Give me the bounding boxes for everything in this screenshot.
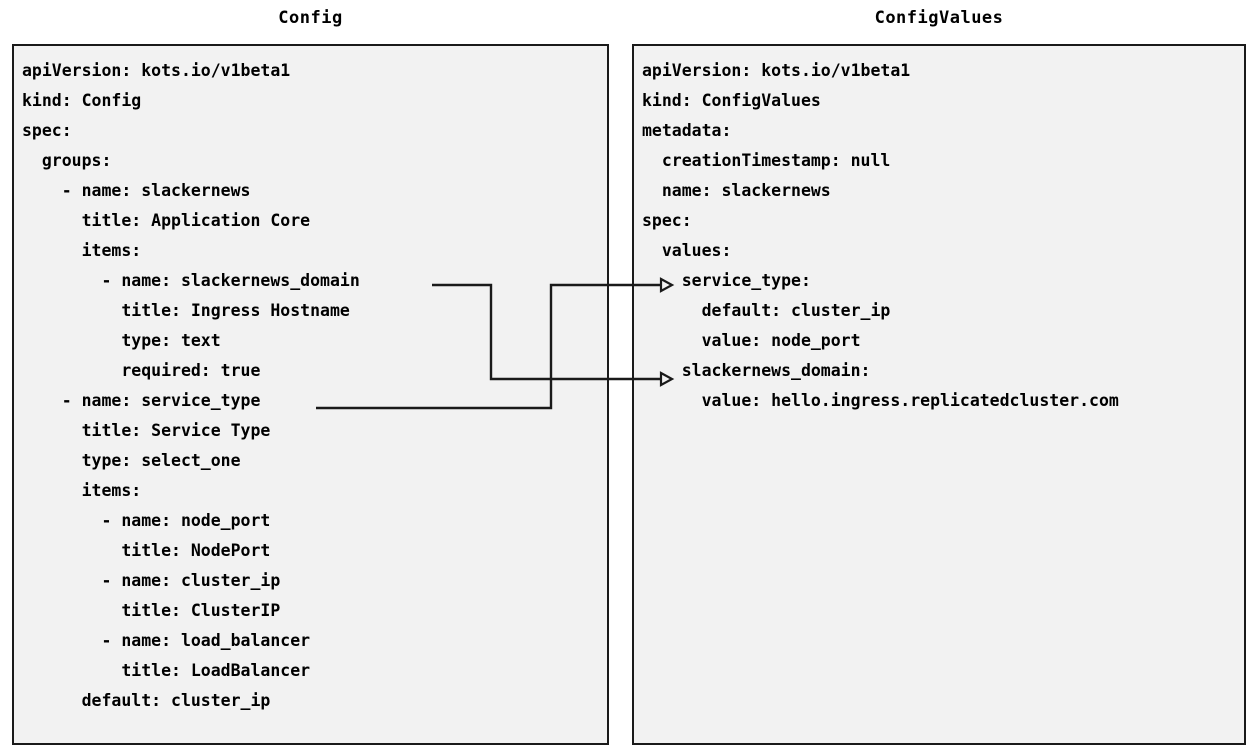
config-yaml-line: required: true [22,361,261,380]
configvalues-yaml-line: creationTimestamp: null [642,151,891,170]
configvalues-yaml-line: apiVersion: kots.io/v1beta1 [642,61,911,80]
config-yaml-line: title: Service Type [22,421,271,440]
config-yaml-line: apiVersion: kots.io/v1beta1 [22,61,291,80]
config-yaml-line: spec: [22,121,72,140]
configvalues-yaml-body: apiVersion: kots.io/v1beta1 kind: ConfigV… [642,56,1244,416]
configvalues-yaml-line: service_type: [642,271,811,290]
configvalues-yaml-line: metadata: [642,121,732,140]
configvalues-yaml-line: values: [642,241,732,260]
config-yaml-line: type: text [22,331,221,350]
configvalues-yaml-line: name: slackernews [642,181,831,200]
configvalues-yaml-line: default: cluster_ip [642,301,891,320]
config-yaml-line: title: ClusterIP [22,601,281,620]
config-yaml-panel: apiVersion: kots.io/v1beta1 kind: Config s… [12,44,609,745]
config-yaml-line: type: select_one [22,451,241,470]
config-yaml-line: title: Ingress Hostname [22,301,350,320]
config-yaml-line: - name: slackernews [22,181,251,200]
config-yaml-line: groups: [22,151,112,170]
config-yaml-line: title: Application Core [22,211,311,230]
config-yaml-line: title: LoadBalancer [22,661,311,680]
config-yaml-line: items: [22,241,142,260]
configvalues-yaml-panel: apiVersion: kots.io/v1beta1 kind: ConfigV… [632,44,1246,745]
configvalues-yaml-line: value: node_port [642,331,861,350]
configvalues-yaml-line: spec: [642,211,692,230]
configvalues-yaml-line: slackernews_domain: [642,361,871,380]
configvalues-panel-title: ConfigValues [874,8,1004,28]
config-yaml-line: - name: load_balancer [22,631,311,650]
config-yaml-line: kind: Config [22,91,142,110]
config-yaml-line: title: NodePort [22,541,271,560]
config-yaml-body: apiVersion: kots.io/v1beta1 kind: Config s… [22,56,607,716]
configvalues-yaml-line: value: hello.ingress.replicatedcluster.c… [642,391,1119,410]
config-yaml-line: - name: cluster_ip [22,571,281,590]
config-yaml-line: - name: service_type [22,391,261,410]
configvalues-yaml-line: kind: ConfigValues [642,91,821,110]
config-yaml-line: items: [22,481,142,500]
config-panel-title: Config [278,8,343,28]
config-yaml-line: - name: node_port [22,511,271,530]
config-yaml-line: default: cluster_ip [22,691,271,710]
config-yaml-line: - name: slackernews_domain [22,271,360,290]
